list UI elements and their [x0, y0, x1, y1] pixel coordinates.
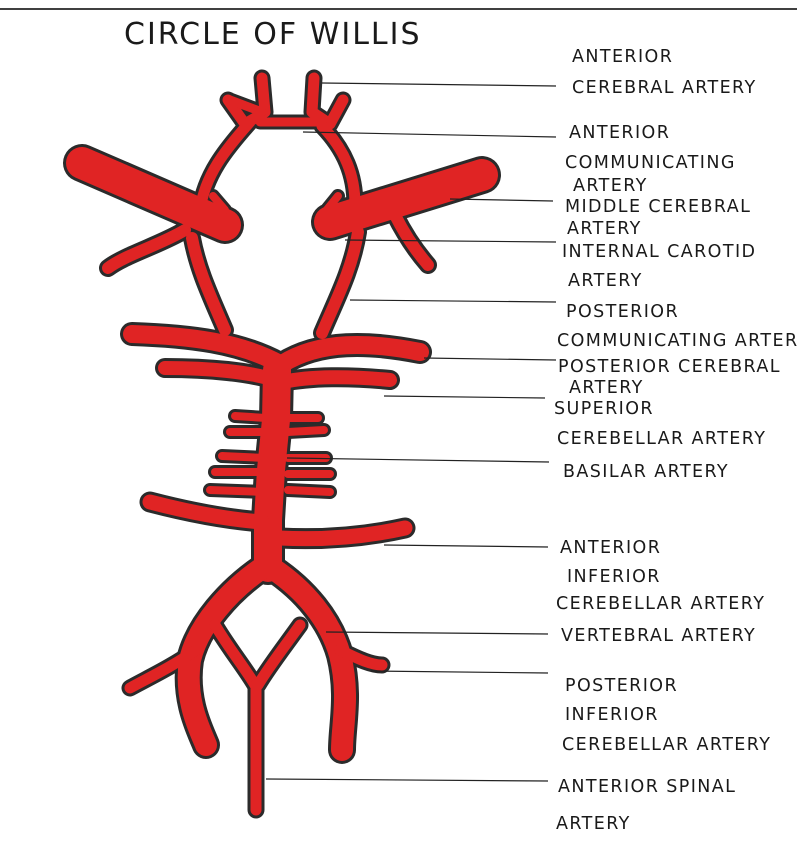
label-line: VERTEBRAL ARTERY	[561, 626, 756, 646]
label-line: BASILAR ARTERY	[563, 462, 729, 482]
artery-drawing	[82, 78, 482, 810]
label-line: CEREBRAL ARTERY	[572, 78, 757, 98]
label-line: COMMUNICATING ARTERY	[557, 331, 797, 351]
label-internal-carotid-artery: INTERNAL CAROTID ARTERY	[562, 242, 756, 291]
leader-anterior-cerebral	[322, 83, 556, 86]
superior-cerebellar-right	[283, 377, 390, 382]
label-vertebral-artery: VERTEBRAL ARTERY	[561, 626, 756, 646]
label-anterior-cerebral-artery: ANTERIOR CEREBRAL ARTERY	[572, 47, 757, 98]
pontine-l1	[235, 416, 266, 418]
label-posterior-cerebral-artery: POSTERIOR CEREBRAL ARTERY	[558, 357, 781, 398]
anterior-spinal-right-limb	[258, 625, 300, 685]
leader-posterior-inferior-cerebellar	[371, 671, 548, 673]
label-line: ANTERIOR	[569, 123, 670, 143]
anterior-cerebral-right	[312, 78, 343, 124]
pontine-r5	[288, 490, 330, 492]
label-line: INFERIOR	[567, 567, 661, 587]
label-line: COMMUNICATING	[565, 153, 736, 173]
leader-superior-cerebellar	[384, 396, 545, 398]
label-line: CEREBELLAR ARTERY	[556, 594, 765, 614]
leader-anterior-inferior-cerebellar	[384, 545, 548, 547]
label-line: POSTERIOR	[566, 302, 679, 322]
label-line: CEREBELLAR ARTERY	[562, 735, 771, 755]
label-line: ANTERIOR	[560, 538, 661, 558]
label-line: ARTERY	[573, 176, 648, 196]
label-anterior-communicating-artery: ANTERIOR COMMUNICATING ARTERY	[565, 123, 736, 196]
label-line: INFERIOR	[565, 705, 659, 725]
label-posterior-inferior-cerebellar-artery: POSTERIOR INFERIOR CEREBELLAR ARTERY	[562, 676, 771, 755]
label-posterior-communicating-artery: POSTERIOR COMMUNICATING ARTERY	[557, 302, 797, 351]
label-line: SUPERIOR	[554, 399, 654, 419]
leader-internal-carotid	[345, 240, 556, 242]
leader-posterior-cerebral	[424, 358, 556, 360]
anterior-spinal-left-limb	[215, 625, 255, 685]
label-line: ANTERIOR	[572, 47, 673, 67]
label-basilar-artery: BASILAR ARTERY	[563, 462, 729, 482]
label-line: ARTERY	[567, 219, 642, 239]
label-line: CEREBELLAR ARTERY	[557, 429, 766, 449]
internal-carotid-left	[108, 230, 185, 268]
leader-posterior-communicating	[350, 300, 556, 302]
label-superior-cerebellar-artery: SUPERIOR CEREBELLAR ARTERY	[554, 399, 766, 449]
label-middle-cerebral-artery: MIDDLE CEREBRAL ARTERY	[565, 197, 751, 239]
label-line: POSTERIOR CEREBRAL	[558, 357, 781, 377]
leader-anterior-spinal	[266, 779, 548, 781]
label-line: ANTERIOR SPINAL	[558, 777, 736, 797]
label-line: ARTERY	[569, 378, 644, 398]
pontine-r2	[288, 430, 324, 432]
label-line: POSTERIOR	[565, 676, 678, 696]
label-anterior-inferior-cerebellar-artery: ANTERIOR INFERIOR CEREBELLAR ARTERY	[556, 538, 765, 614]
label-line: MIDDLE CEREBRAL	[565, 197, 751, 217]
label-line: INTERNAL CAROTID	[562, 242, 756, 262]
leader-vertebral	[326, 632, 548, 634]
label-line: ARTERY	[568, 271, 643, 291]
label-line: ARTERY	[556, 814, 631, 834]
diagram-title: CIRCLE OF WILLIS	[124, 17, 422, 52]
label-anterior-spinal-artery: ANTERIOR SPINAL ARTERY	[556, 777, 736, 834]
